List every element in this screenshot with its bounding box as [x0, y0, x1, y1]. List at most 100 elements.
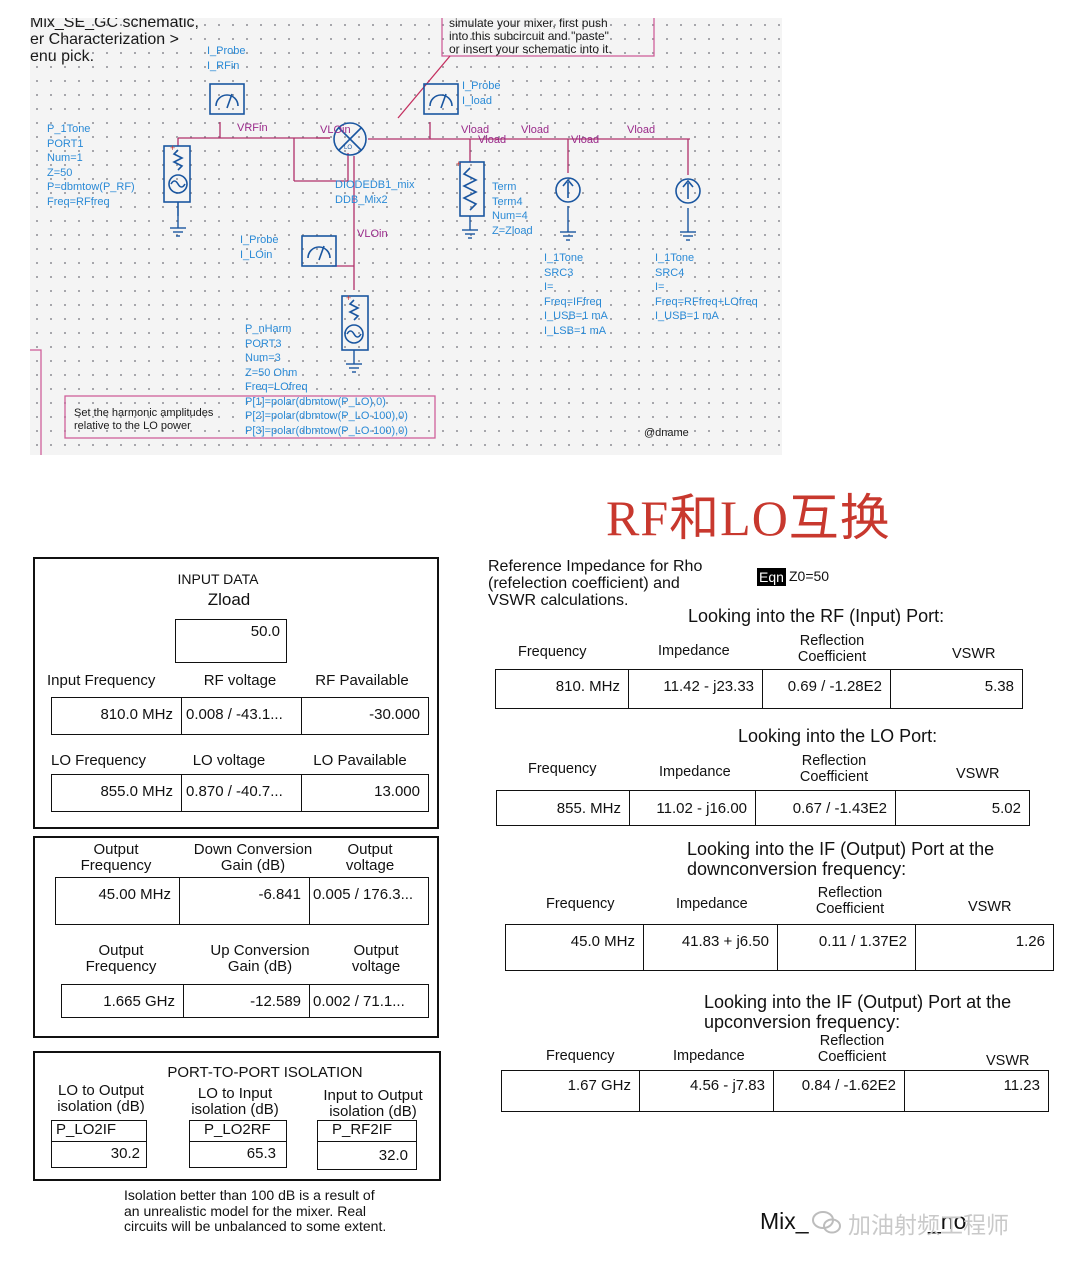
port1-params[interactable]: P_1Tone PORT1 Num=1 Z=50 P=dbmtow(P_RF) … — [47, 122, 135, 209]
node-label-vload: Vload — [461, 124, 490, 136]
isolation-name: P_LO2RF — [190, 1121, 286, 1142]
column-label: Output Frequency — [85, 942, 157, 975]
component-type: DIODEDB1_mix — [335, 179, 415, 191]
description-line: enu pick. — [30, 48, 95, 65]
probe-lo-label[interactable]: I_Probe I_LOin — [240, 233, 279, 262]
param: Z=Zload — [492, 224, 533, 237]
reflection-value: 0.67 / -1.43E2 — [756, 791, 896, 825]
rf-voltage-value: 0.008 / -43.1... — [182, 698, 302, 734]
param: Freq=IFfreq — [544, 295, 602, 308]
column-label: Reflection Coefficient — [815, 885, 885, 917]
heading-line: upconversion frequency: — [704, 1012, 901, 1032]
isolation-footnote: Isolation better than 100 dB is a result… — [124, 1187, 387, 1235]
column-label: Frequency — [518, 644, 587, 660]
impedance-value: 4.56 - j7.83 — [640, 1071, 774, 1111]
component-type: P_nHarm — [245, 323, 292, 335]
param: P=dbmtow(P_RF) — [47, 181, 135, 193]
chat-bubble-icon — [812, 1211, 841, 1234]
lo-voltage-value: 0.870 / -40.7... — [182, 775, 302, 811]
param: P[1]=polar(dbmtow(P_LO),0) — [245, 395, 386, 408]
column-label: Up Conversion Gain (dB) — [210, 942, 310, 975]
param: I_USB=1 mA — [544, 310, 608, 322]
rf-pavailable-value[interactable]: -30.000 — [369, 706, 420, 723]
column-label: Frequency — [546, 1048, 615, 1064]
column-label: LO voltage — [192, 752, 266, 769]
column-label: Down Conversion Gain (dB) — [193, 841, 313, 874]
column-label: Output Frequency — [80, 841, 152, 874]
down-conversion-gain-value: -6.841 — [180, 878, 310, 924]
component-id: PORT1 — [47, 137, 84, 150]
component-type: P_1Tone — [47, 123, 91, 135]
schematic-canvas[interactable]: +++ Mix_SE_GC schematic, er Characteriza… — [30, 18, 782, 455]
footnote-line: Isolation better than 100 dB is a result… — [124, 1187, 375, 1203]
isolation-name: P_LO2IF — [52, 1121, 146, 1142]
param: Z=50 Ohm — [245, 366, 298, 379]
watermark: 加油射频工程师 — [812, 1206, 1009, 1240]
src4-params[interactable]: I_1Tone SRC4 I= Freq=RFfreq+LOfreq I_USB… — [655, 251, 758, 324]
if-down-port-row: 45.0 MHz 41.83 + j6.50 0.11 / 1.37E2 1.2… — [505, 924, 1054, 971]
column-label: Input Frequency — [47, 672, 156, 689]
note-line: Reference Impedance for Rho — [488, 558, 703, 575]
dname-label: @dname — [644, 427, 689, 439]
term-params[interactable]: Term Term4 Num=4 Z=Zload — [492, 180, 533, 238]
mixer-label[interactable]: DIODEDB1_mix DDB_Mix2 — [335, 178, 414, 207]
component-id: Term4 — [492, 195, 523, 208]
lo-frequency-value[interactable]: 855.0 MHz — [52, 775, 182, 811]
rf-port-row: 810. MHz 11.42 - j23.33 0.69 / -1.28E2 5… — [495, 669, 1023, 709]
up-conversion-row: 1.665 GHz -12.589 0.002 / 71.1... — [61, 984, 429, 1018]
frequency-value: 1.67 GHz — [502, 1071, 640, 1111]
impedance-value: 11.42 - j23.33 — [629, 670, 763, 708]
column-label: Reflection Coefficient — [797, 633, 867, 665]
reference-impedance-note: Reference Impedance for Rho (refelection… — [488, 558, 702, 609]
note-line: or insert your schematic into it. — [449, 42, 612, 56]
column-label: Frequency — [528, 761, 597, 777]
column-label: Impedance — [673, 1048, 745, 1064]
zload-input[interactable]: 50.0 — [175, 619, 287, 663]
frequency-value: 855. MHz — [497, 791, 630, 825]
note-line: Set the harmonic amplitudes — [74, 407, 214, 419]
isolation-cell-lo2rf: P_LO2RF 65.3 — [189, 1120, 287, 1168]
eqn-expression[interactable]: Z0=50 — [789, 568, 830, 584]
vswr-value: 1.26 — [1015, 933, 1045, 950]
component-type: I_Probe — [207, 45, 246, 57]
impedance-value: 11.02 - j16.00 — [630, 791, 756, 825]
node-label-vloin: VLOin — [320, 124, 351, 136]
param: Freq=LOfreq — [245, 381, 308, 393]
watermark-text: 加油射频工程师 — [848, 1213, 1009, 1239]
src3-params[interactable]: I_1Tone SRC3 I= Freq=IFfreq I_USB=1 mA I… — [544, 251, 608, 338]
if-up-port-row: 1.67 GHz 4.56 - j7.83 0.84 / -1.62E2 11.… — [501, 1070, 1049, 1112]
panel-heading: INPUT DATA — [177, 571, 259, 587]
reflection-value: 0.84 / -1.62E2 — [774, 1071, 905, 1111]
harmonic-note: Set the harmonic amplitudes relative to … — [74, 407, 213, 433]
port3-params[interactable]: P_nHarm PORT3 Num=3 Z=50 Ohm Freq=LOfreq… — [245, 322, 408, 438]
reflection-value: 0.69 / -1.28E2 — [763, 670, 891, 708]
param: Num=4 — [492, 210, 528, 222]
component-type: I_1Tone — [544, 252, 584, 264]
column-label: RF voltage — [203, 672, 277, 689]
svg-text:+: + — [170, 143, 175, 153]
table-heading-if-down: Looking into the IF (Output) Port at the… — [687, 839, 994, 879]
column-label: VSWR — [952, 646, 996, 662]
rf-input-row: 810.0 MHz 0.008 / -43.1... -30.000 — [51, 697, 429, 735]
column-label: Output voltage — [345, 841, 395, 874]
input-frequency-value[interactable]: 810.0 MHz — [52, 698, 182, 734]
probe-load-label[interactable]: I_Probe I_load — [462, 79, 501, 108]
column-label: LO to Output isolation (dB) — [57, 1082, 145, 1115]
probe-rf-label[interactable]: I_Probe I_RFin — [207, 44, 246, 73]
column-label: Frequency — [546, 896, 615, 912]
param: Num=3 — [245, 352, 281, 364]
param: Z=50 — [47, 166, 73, 179]
node-label-vload: Vload — [521, 124, 550, 136]
column-label: Output voltage — [351, 942, 401, 975]
component-id: I_load — [462, 94, 492, 107]
lo-pavailable-value[interactable]: 13.000 — [374, 783, 420, 800]
component-type: I_1Tone — [655, 252, 695, 264]
column-label: VSWR — [968, 899, 1012, 915]
node-label-vrfin: VRFin — [237, 122, 268, 134]
isolation-value: 32.0 — [378, 1147, 408, 1164]
isolation-value: 30.2 — [110, 1145, 140, 1162]
note-line: into this subcircuit and "paste" — [449, 29, 609, 43]
isolation-name: P_RF2IF — [318, 1121, 416, 1142]
param: I_USB=1 mA — [655, 310, 719, 322]
footnote-line: circuits will be unbalanced to some exte… — [124, 1218, 387, 1234]
